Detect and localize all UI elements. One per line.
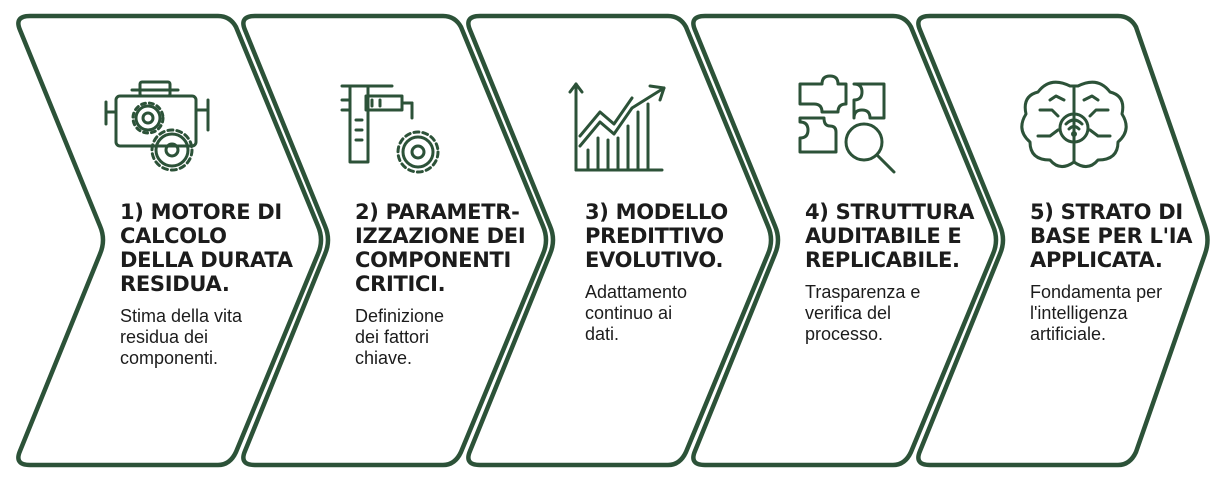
chevron-step-1 bbox=[16, 13, 324, 468]
step-title: 1) MOTORE DI CALCOLO DELLA DURATA RESIDU… bbox=[120, 200, 293, 296]
growth-chart-icon bbox=[568, 82, 666, 172]
step-title: 5) STRATO DI BASE PER L'IA APPLICATA. bbox=[1030, 200, 1193, 272]
step-3: 3) MODELLO PREDITTIVO EVOLUTIVO. Adattam… bbox=[585, 200, 775, 345]
step-4: 4) STRUTTURA AUDITABILE E REPLICABILE. T… bbox=[805, 200, 995, 345]
brain-circuit-icon bbox=[1020, 80, 1128, 168]
puzzle-magnifier-icon bbox=[798, 74, 896, 174]
engine-gears-icon bbox=[104, 80, 210, 172]
step-title: 2) PARAMETR- IZZAZIONE DEI COMPONENTI CR… bbox=[355, 200, 526, 296]
step-5: 5) STRATO DI BASE PER L'IA APPLICATA. Fo… bbox=[1030, 200, 1205, 345]
chevron-step-2 bbox=[241, 13, 549, 468]
step-description: Stima della vita residua dei componenti. bbox=[120, 306, 243, 368]
step-1: 1) MOTORE DI CALCOLO DELLA DURATA RESIDU… bbox=[120, 200, 310, 369]
step-description: Adattamento continuo ai dati. bbox=[585, 282, 688, 344]
caliper-gear-icon bbox=[340, 84, 440, 174]
chevron-step-4 bbox=[691, 13, 999, 468]
step-2: 2) PARAMETR- IZZAZIONE DEI COMPONENTI CR… bbox=[355, 200, 545, 369]
chevron-step-5 bbox=[916, 13, 1210, 468]
step-title: 3) MODELLO PREDITTIVO EVOLUTIVO. bbox=[585, 200, 728, 272]
step-description: Fondamenta per l'intelligenza artificial… bbox=[1030, 282, 1163, 344]
chevron-step-3 bbox=[466, 13, 774, 468]
step-description: Definizione dei fattori chiave. bbox=[355, 306, 445, 368]
step-title: 4) STRUTTURA AUDITABILE E REPLICABILE. bbox=[805, 200, 975, 272]
step-description: Trasparenza e verifica del processo. bbox=[805, 282, 921, 344]
